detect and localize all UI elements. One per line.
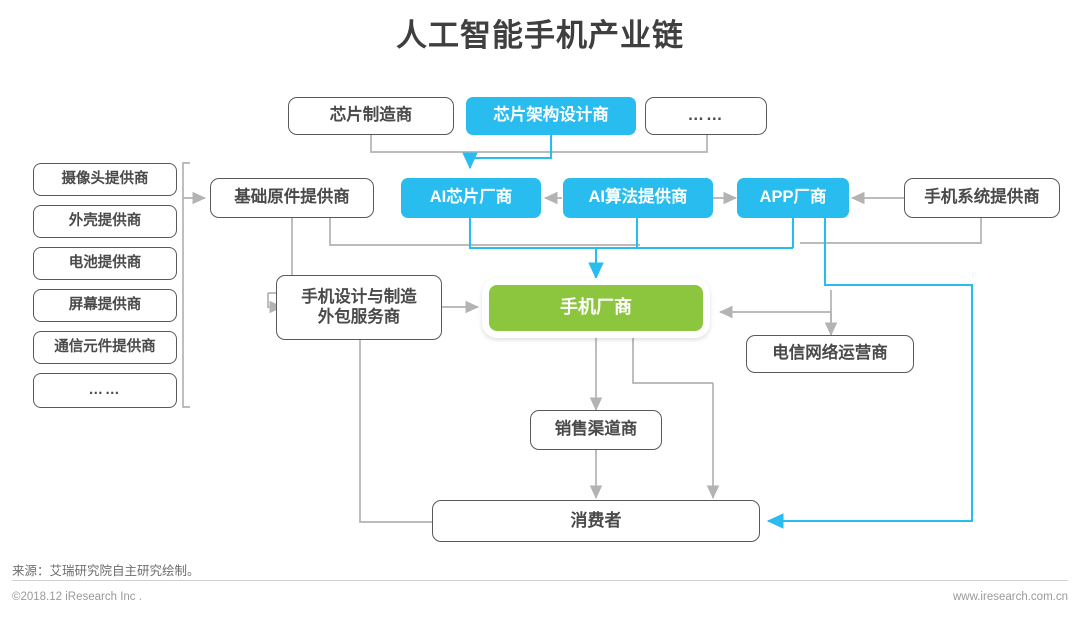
node-odm-service-provider[interactable]: 手机设计与制造 外包服务商 [276, 275, 442, 340]
node-communication-component-supplier[interactable]: 通信元件提供商 [33, 331, 177, 364]
node-label: AI算法提供商 [588, 188, 688, 207]
wire-phone-right-leg [632, 332, 713, 384]
node-label: AI芯片厂商 [429, 188, 513, 207]
node-phone-maker[interactable]: 手机厂商 [489, 285, 703, 331]
node-chip-architecture-designer[interactable]: 芯片架构设计商 [466, 97, 636, 135]
node-label: 手机系统提供商 [924, 188, 1040, 207]
node-screen-supplier[interactable]: 屏幕提供商 [33, 289, 177, 322]
wire-top-bus [370, 135, 708, 153]
node-label: 通信元件提供商 [54, 338, 156, 355]
node-ai-algorithm-provider[interactable]: AI算法提供商 [563, 178, 713, 218]
node-top-more[interactable]: …… [645, 97, 767, 135]
node-label: 电池提供商 [68, 254, 142, 271]
wire-arch-to-aichip [462, 135, 553, 170]
node-battery-supplier[interactable]: 电池提供商 [33, 247, 177, 280]
node-label: 销售渠道商 [554, 420, 638, 439]
wire-base-bus [329, 218, 640, 246]
node-os-supplier[interactable]: 手机系统提供商 [904, 178, 1060, 218]
footer-divider [12, 580, 1068, 581]
page-title: 人工智能手机产业链 [396, 18, 684, 53]
node-label: 消费者 [570, 510, 622, 530]
wire-supplier-bracket [182, 162, 190, 408]
node-label: APP厂商 [759, 188, 827, 207]
node-label: 芯片架构设计商 [493, 106, 609, 125]
node-sales-channel[interactable]: 销售渠道商 [530, 410, 662, 450]
node-label: 摄像头提供商 [61, 170, 149, 187]
node-label: 屏幕提供商 [68, 296, 142, 313]
node-label: 电信网络运营商 [772, 344, 888, 363]
node-label: 基础原件提供商 [234, 188, 350, 207]
node-label: 手机设计与制造 外包服务商 [301, 288, 417, 326]
node-label: 芯片制造商 [329, 106, 413, 125]
copyright-text: ©2018.12 iResearch Inc . [12, 591, 142, 603]
website-link[interactable]: www.iresearch.com.cn [952, 591, 1068, 603]
wire-odm-to-consumer [359, 340, 480, 529]
node-shell-supplier[interactable]: 外壳提供商 [33, 205, 177, 238]
node-telecom-operator[interactable]: 电信网络运营商 [746, 335, 914, 373]
node-ai-chip-vendor[interactable]: AI芯片厂商 [401, 178, 541, 218]
node-label: …… [687, 106, 725, 125]
node-left-more[interactable]: …… [33, 373, 177, 408]
node-chip-maker[interactable]: 芯片制造商 [288, 97, 454, 135]
node-label: 外壳提供商 [68, 212, 142, 229]
node-label: 手机厂商 [560, 297, 632, 318]
node-base-parts-supplier[interactable]: 基础原件提供商 [210, 178, 374, 218]
node-app-vendor[interactable]: APP厂商 [737, 178, 849, 218]
source-note: 来源：艾瑞研究院自主研究绘制。 [12, 564, 200, 578]
node-camera-supplier[interactable]: 摄像头提供商 [33, 163, 177, 196]
wire-os-bus [800, 218, 982, 244]
node-consumer[interactable]: 消费者 [432, 500, 760, 542]
node-label: …… [88, 381, 122, 398]
wire-aichip-bus [468, 218, 793, 250]
